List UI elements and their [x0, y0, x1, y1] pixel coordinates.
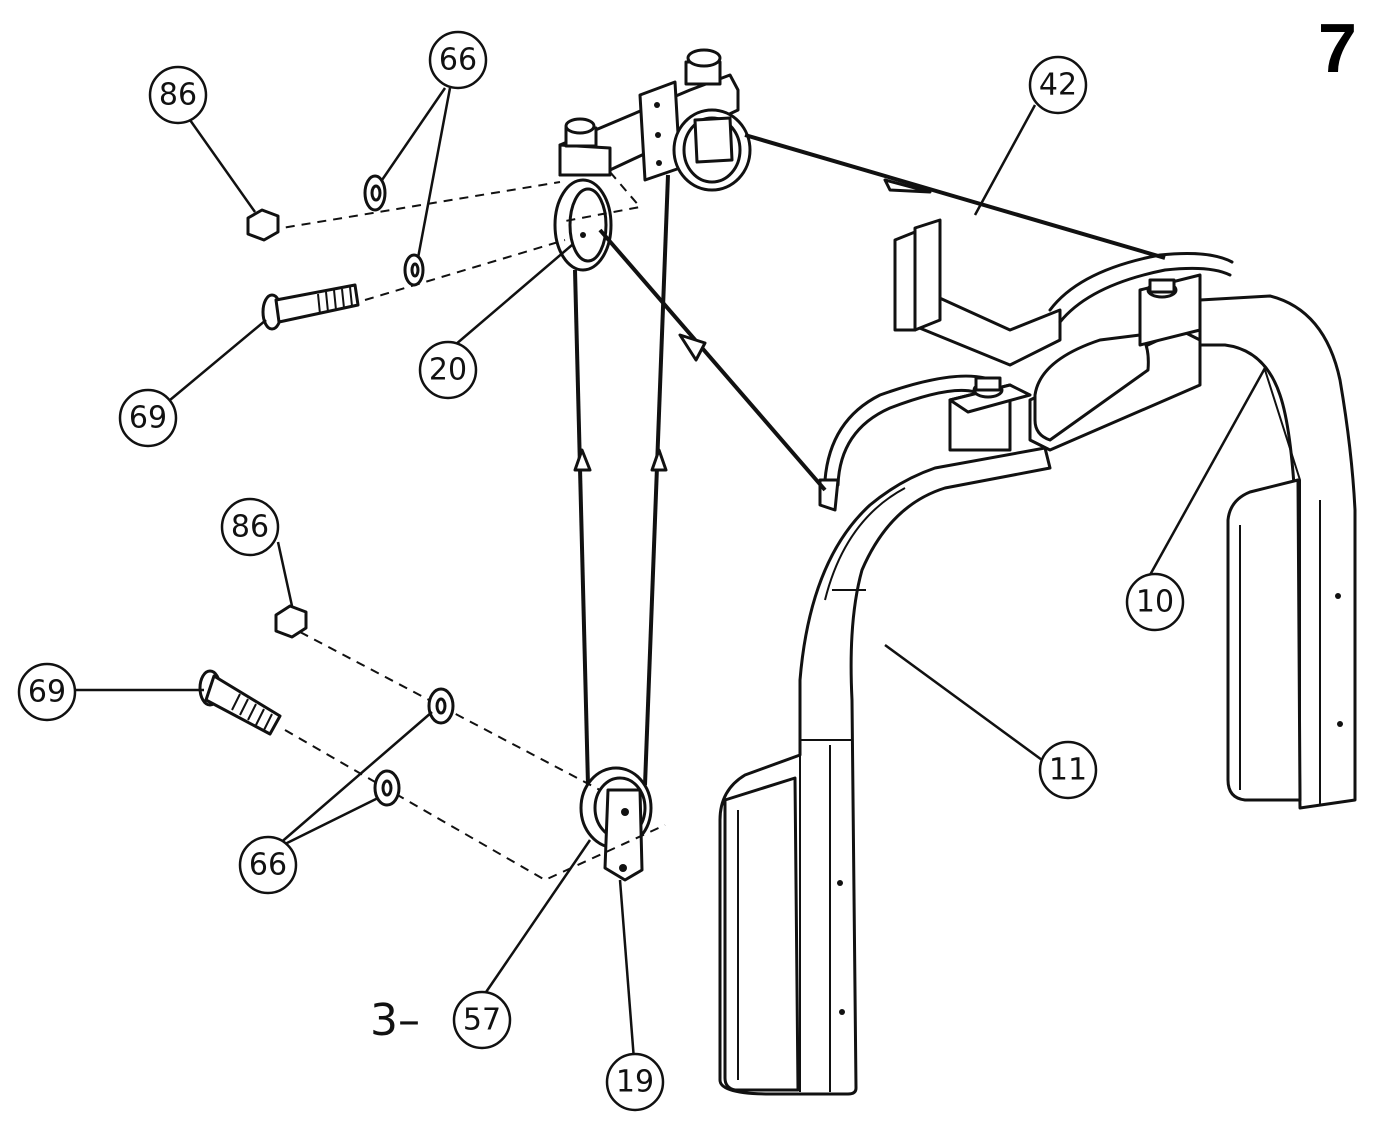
svg-text:42: 42: [1039, 68, 1077, 103]
pulley-bracket-19: [603, 788, 644, 882]
svg-text:10: 10: [1136, 585, 1174, 620]
hex-nut-86-top: [246, 208, 280, 242]
upper-pulley-bracket: [558, 48, 740, 182]
callout-86-bottom: 86: [220, 497, 280, 557]
bolt-69-top: [261, 283, 360, 331]
washer-66-top-a: [363, 174, 387, 212]
callout-86-top: 86: [148, 65, 208, 125]
washer-66-bottom-a: [427, 687, 455, 725]
upper-pulley-20: [553, 178, 613, 272]
callout-69-top: 69: [118, 388, 178, 448]
washer-66-top-b: [403, 253, 425, 287]
leader-lines: [76, 87, 1267, 1061]
frame-arch-front: [718, 446, 1052, 1096]
hex-nut-86-bottom: [274, 604, 308, 639]
svg-text:86: 86: [159, 78, 197, 113]
callout-66-top: 66: [428, 30, 488, 90]
upper-pulley-rear: [672, 108, 752, 192]
svg-text:86: 86: [231, 510, 269, 545]
svg-text:66: 66: [439, 43, 477, 78]
callout-20: 20: [418, 340, 478, 400]
bolt-69-bottom: [198, 669, 282, 736]
washer-66-bottom-b: [373, 769, 401, 807]
svg-text:19: 19: [616, 1065, 654, 1100]
svg-text:20: 20: [429, 353, 467, 388]
svg-text:69: 69: [129, 401, 167, 436]
cable-42: [573, 133, 1166, 786]
svg-text:57: 57: [463, 1003, 501, 1038]
callout-57: 57: [452, 990, 512, 1050]
callout-10: 10: [1125, 572, 1185, 632]
top-crossbar: [818, 218, 1234, 512]
callout-42: 42: [1028, 55, 1088, 115]
callout-19: 19: [605, 1052, 665, 1112]
frame-arch-rear: [1198, 294, 1357, 810]
svg-text:66: 66: [249, 848, 287, 883]
callout-69-bottom: 69: [17, 662, 77, 722]
svg-text:69: 69: [28, 675, 66, 710]
callout-66-bottom: 66: [238, 835, 298, 895]
svg-text:11: 11: [1049, 753, 1087, 788]
callout-11: 11: [1038, 740, 1098, 800]
quantity-prefix: 3–: [370, 995, 420, 1046]
step-number: 7: [1318, 9, 1357, 87]
